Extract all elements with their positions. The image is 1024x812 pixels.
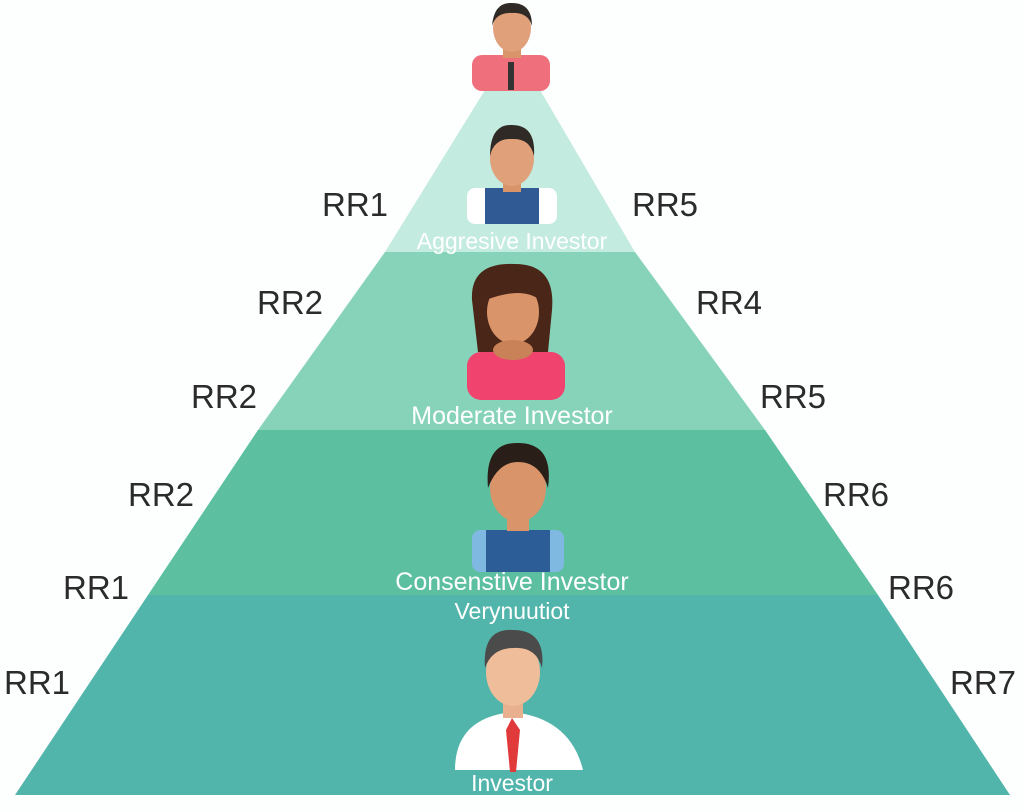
- left-label-6: RR1: [4, 664, 71, 701]
- person-top-icon: [472, 2, 550, 91]
- tier-label-aggressive: Aggresive Investor: [416, 228, 608, 254]
- right-label-2: RR4: [696, 284, 763, 321]
- right-label-1: RR5: [632, 186, 699, 223]
- right-label-3: RR5: [760, 378, 827, 415]
- left-label-1: RR1: [322, 186, 389, 223]
- left-label-4: RR2: [128, 476, 195, 513]
- person-moderate-icon: [467, 263, 565, 400]
- tier-label-conservative: Consenstive Investor: [395, 568, 629, 596]
- person-conservative-icon: [472, 442, 564, 572]
- left-label-5: RR1: [63, 569, 130, 606]
- person-aggressive-icon: [467, 124, 557, 224]
- left-label-2: RR2: [257, 284, 324, 321]
- right-label-4: RR6: [823, 476, 890, 513]
- right-label-5: RR6: [888, 569, 955, 606]
- tier-label-base: Investor: [471, 770, 553, 796]
- person-base-icon: [455, 629, 583, 772]
- tier-sublabel-conservative: Verynuutiot: [454, 598, 570, 624]
- right-label-6: RR7: [950, 664, 1017, 701]
- tier-label-moderate: Moderate Investor: [411, 402, 613, 430]
- left-label-3: RR2: [191, 378, 258, 415]
